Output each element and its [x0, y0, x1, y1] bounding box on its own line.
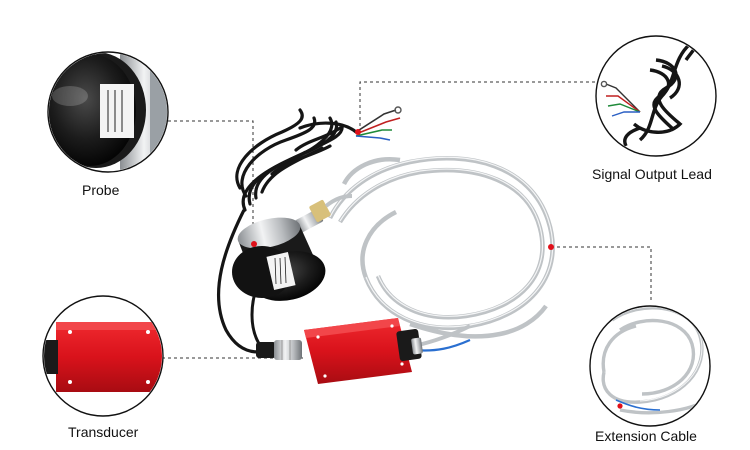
transducer-connector: [256, 340, 302, 360]
extension-inset-wire: [615, 399, 661, 411]
label-probe: Probe: [82, 182, 120, 198]
inset-extension-cable: [589, 305, 711, 427]
signal-lead-wires: [355, 109, 401, 141]
ring-terminal: [394, 106, 402, 114]
extension-cable-coil-highlight: [329, 156, 554, 328]
marker-probe: [251, 241, 257, 247]
extension-cable-coil: [327, 155, 555, 339]
label-signal-output-lead: Signal Output Lead: [592, 166, 712, 182]
marker-signal: [355, 129, 361, 135]
label-extension-cable: Extension Cable: [595, 428, 697, 444]
callout-line-probe: [168, 120, 254, 243]
inset-transducer: [42, 295, 164, 417]
probe-inset-sticker: [100, 84, 134, 138]
marker-extension: [548, 244, 554, 250]
callout-line-signal: [359, 81, 596, 132]
inset-signal-lead: [595, 35, 717, 157]
callout-line-extension: [551, 246, 652, 303]
signal-lead-tail: [217, 209, 259, 354]
product-assembly: [217, 106, 555, 384]
probe-body: [232, 217, 326, 301]
probe-label-sticker: [266, 251, 296, 291]
signal-lead-coil: [235, 108, 358, 212]
callout-lines: [162, 81, 652, 359]
probe-steel-lead: [324, 194, 353, 208]
label-transducer: Transducer: [68, 424, 139, 440]
probe-nut: [309, 200, 331, 222]
transducer-box: [304, 318, 423, 384]
inset-probe: [47, 51, 169, 173]
